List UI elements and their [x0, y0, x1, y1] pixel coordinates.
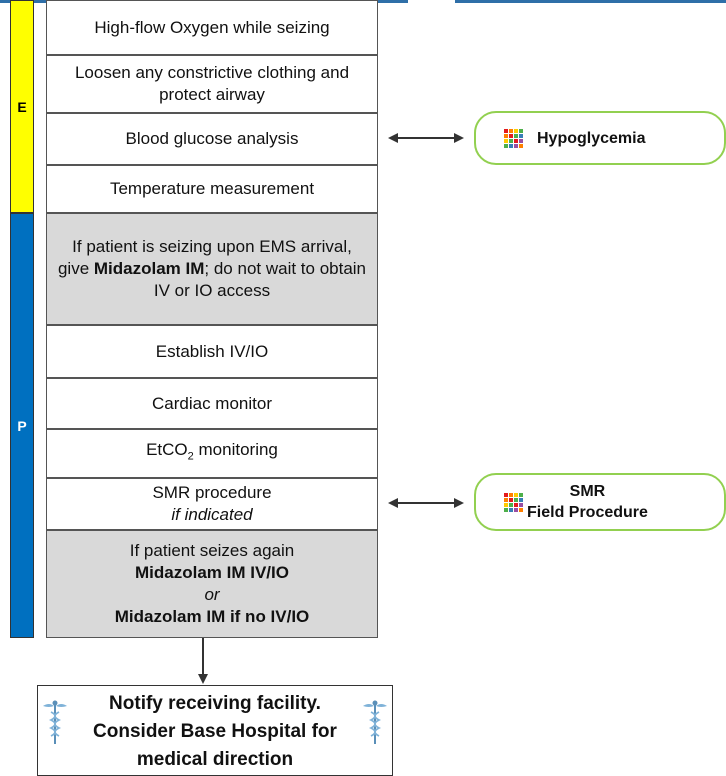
notify-text: Notify receiving facility. Consider Base… [93, 693, 337, 770]
hypoglycemia-link[interactable]: Hypoglycemia [474, 111, 726, 165]
etco2-suffix: monitoring [193, 440, 278, 460]
section-p-label: P [17, 417, 27, 434]
section-e-label: E [17, 98, 27, 115]
etco2-prefix: EtCO [146, 440, 188, 460]
section-e-bar: E [10, 0, 34, 213]
step-loosen-text: Loosen any constrictive clothing and pro… [74, 63, 350, 104]
step-establish-ivio: Establish IV/IO [46, 325, 378, 378]
reseize-line3: or [204, 585, 220, 604]
reseize-line1: If patient seizes again [129, 541, 295, 560]
hypoglycemia-label: Hypoglycemia [537, 129, 646, 147]
step-glucose: Blood glucose analysis [46, 113, 378, 165]
step-reseize: If patient seizes again Midazolam IM IV/… [46, 530, 378, 638]
etco2-subscript: 2 [187, 450, 194, 463]
colorful-grid-icon [504, 492, 523, 512]
step-temperature-text: Temperature measurement [109, 179, 315, 198]
step-etco2: EtCO2 monitoring [46, 429, 378, 478]
step-smr-line1: SMR procedure [152, 483, 272, 502]
midazolam-first-drug: Midazolam IM [93, 259, 205, 278]
step-etco2-text: EtCO2 monitoring [146, 439, 278, 467]
smr-field-procedure-link[interactable]: SMR Field Procedure [474, 473, 726, 531]
step-oxygen: High-flow Oxygen while seizing [46, 0, 378, 55]
header-bar-right [455, 0, 726, 3]
step-smr-line2: if indicated [171, 505, 253, 524]
midazolam-first-line1: If patient is seizing upon EMS arrival, … [57, 237, 352, 278]
step-smr: SMR procedure if indicated [46, 478, 378, 530]
midazolam-first-line2: ; do not wait to obtain IV or IO access [153, 259, 367, 300]
section-p-bar: P [10, 213, 34, 638]
step-loosen-clothing: Loosen any constrictive clothing and pro… [46, 55, 378, 113]
notify-receiving-facility-box: Notify receiving facility. Consider Base… [37, 685, 393, 776]
caduceus-icon [43, 700, 67, 744]
step-glucose-text: Blood glucose analysis [125, 129, 299, 148]
step-midazolam-first: If patient is seizing upon EMS arrival, … [46, 213, 378, 325]
step-cardiac-monitor: Cardiac monitor [46, 378, 378, 429]
step-ivio-text: Establish IV/IO [155, 341, 269, 361]
step-temperature: Temperature measurement [46, 165, 378, 213]
colorful-grid-icon [504, 128, 523, 148]
smr-link-line1: SMR [569, 483, 606, 500]
smr-link-line2: Field Procedure [527, 504, 648, 521]
caduceus-icon [363, 700, 387, 744]
step-cardiac-text: Cardiac monitor [152, 393, 272, 413]
step-oxygen-text: High-flow Oxygen while seizing [94, 17, 330, 37]
reseize-line2: Midazolam IM IV/IO [135, 563, 289, 582]
reseize-line4: Midazolam IM if no IV/IO [114, 607, 310, 626]
